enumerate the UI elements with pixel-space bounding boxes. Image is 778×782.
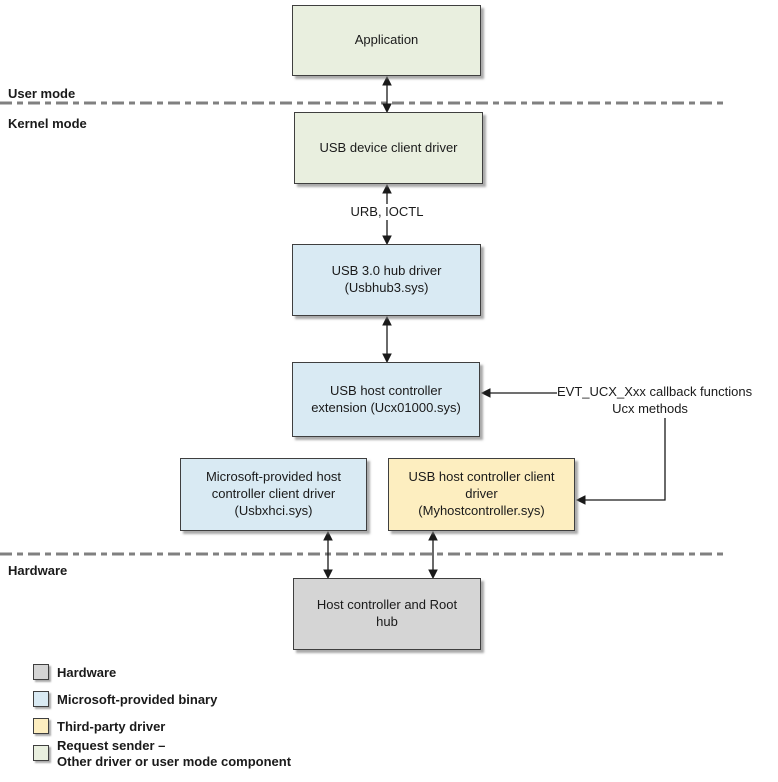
legend-label-third-party: Third-party driver [57, 719, 166, 734]
arrow-application-device-client [382, 75, 392, 114]
usb-host-controller-client-driver-box: USB host controller client driver (Myhos… [388, 458, 575, 531]
legend-label-request-sender: Request sender – Other driver or user mo… [57, 738, 292, 769]
evt-ucx-callbacks-label: EVT_UCX_Xxx callback functions [557, 384, 753, 399]
application-box: Application [292, 5, 481, 76]
hardware-section-label: Hardware [8, 563, 68, 578]
ucx-extension-box: USB host controller extension (Ucx01000.… [292, 362, 480, 437]
host-controller-root-hub-box: Host controller and Root hub [293, 578, 481, 650]
legend-swatch-hardware [33, 664, 49, 680]
ms-host-controller-client-driver-box: Microsoft-provided host controller clien… [180, 458, 367, 531]
legend-label-hardware: Hardware [57, 665, 117, 680]
arrow-ucx-methods-third-party-client [575, 418, 666, 505]
kernel-mode-label: Kernel mode [8, 116, 87, 131]
usb3-hub-driver-box: USB 3.0 hub driver (Usbhub3.sys) [292, 244, 481, 316]
legend-swatch-third-party [33, 718, 49, 734]
ucx-methods-label: Ucx methods [612, 401, 688, 416]
usb-device-client-driver-box: USB device client driver [294, 112, 483, 184]
user-mode-label: User mode [8, 86, 76, 101]
arrow-third-party-client-host-controller [428, 530, 438, 580]
arrow-evt-callbacks-ucx [480, 388, 557, 398]
legend-swatch-microsoft-binary [33, 691, 49, 707]
legend-label-microsoft-binary: Microsoft-provided binary [57, 692, 218, 707]
urb-ioctl-label: URB, IOCTL [347, 204, 427, 220]
legend-swatch-request-sender [33, 745, 49, 761]
arrow-ms-client-host-controller [323, 530, 333, 580]
arrow-hub-driver-ucx [382, 315, 392, 364]
